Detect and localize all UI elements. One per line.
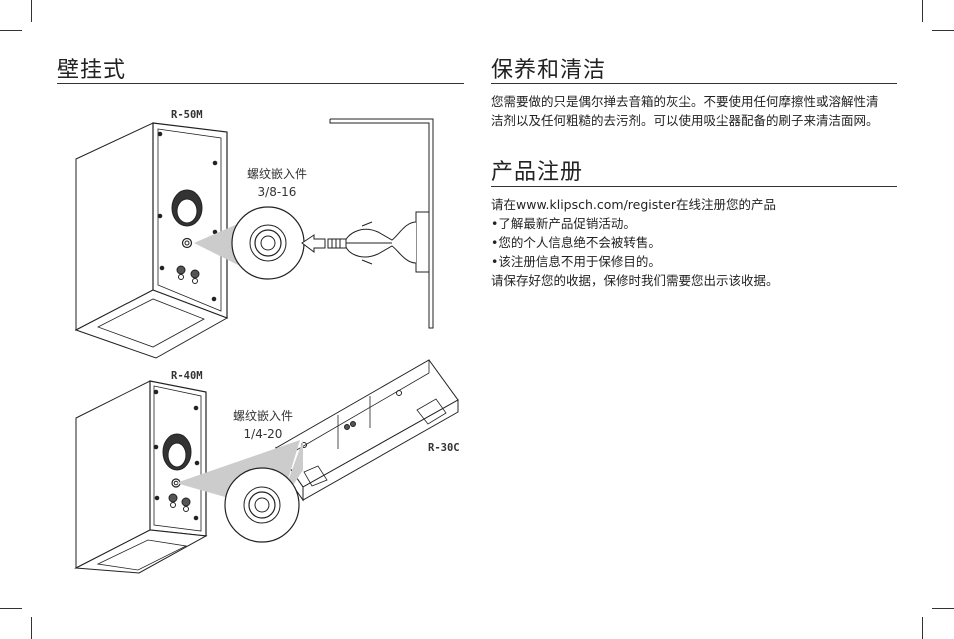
model-label-r40m: R-40M	[171, 370, 203, 382]
care-text: 您需要做的只是偶尔掸去音箱的灰尘。不要使用任何摩擦性或溶解性清 洁剂以及任何粗糙…	[491, 92, 901, 130]
callout-size: 3/8-16	[257, 185, 297, 199]
left-heading-rule	[57, 83, 464, 84]
model-label-r50m: R-50M	[171, 109, 203, 121]
callout-size: 1/4-20	[243, 427, 283, 441]
callout-insert-bottom: 螺纹嵌入件 1/4-20	[218, 407, 308, 443]
callout-insert-top: 螺纹嵌入件 3/8-16	[232, 165, 322, 201]
crop-mark	[922, 617, 923, 639]
magnified-insert-top	[231, 206, 305, 280]
crop-mark	[31, 0, 32, 22]
register-line: •了解最新产品促销活动。	[491, 216, 636, 231]
register-line: •该注册信息不用于保修目的。	[491, 254, 661, 269]
care-text-line: 您需要做的只是偶尔掸去音箱的灰尘。不要使用任何摩擦性或溶解性清	[491, 94, 879, 109]
register-heading-rule	[491, 186, 897, 187]
crop-mark	[31, 617, 32, 639]
care-heading-rule	[491, 83, 897, 84]
wall-mount-title: 壁挂式	[57, 58, 127, 83]
crop-mark	[932, 30, 954, 31]
register-title: 产品注册	[491, 160, 584, 185]
care-title: 保养和清洁	[491, 58, 607, 83]
register-text: 请在www.klipsch.com/register在线注册您的产品 •了解最新…	[491, 195, 901, 290]
callout-label: 螺纹嵌入件	[246, 167, 307, 181]
register-line: 请保存好您的收据，保修时我们需要您出示该收据。	[491, 273, 779, 288]
crop-mark	[0, 608, 22, 609]
speaker-r50m	[74, 122, 229, 359]
wall-bracket	[301, 118, 434, 329]
magnified-insert-bottom	[224, 467, 300, 543]
speaker-r40m	[74, 380, 208, 574]
model-label-r30c: R-30C	[428, 442, 460, 454]
crop-mark	[922, 0, 923, 22]
register-line: 请在www.klipsch.com/register在线注册您的产品	[491, 197, 777, 212]
speaker-r30c	[275, 359, 459, 502]
crop-mark	[0, 30, 22, 31]
crop-mark	[932, 608, 954, 609]
care-text-line: 洁剂以及任何粗糙的去污剂。可以使用吸尘器配备的刷子来清洁面网。	[491, 113, 879, 128]
callout-label: 螺纹嵌入件	[232, 409, 293, 423]
register-line: •您的个人信息绝不会被转售。	[491, 235, 661, 250]
